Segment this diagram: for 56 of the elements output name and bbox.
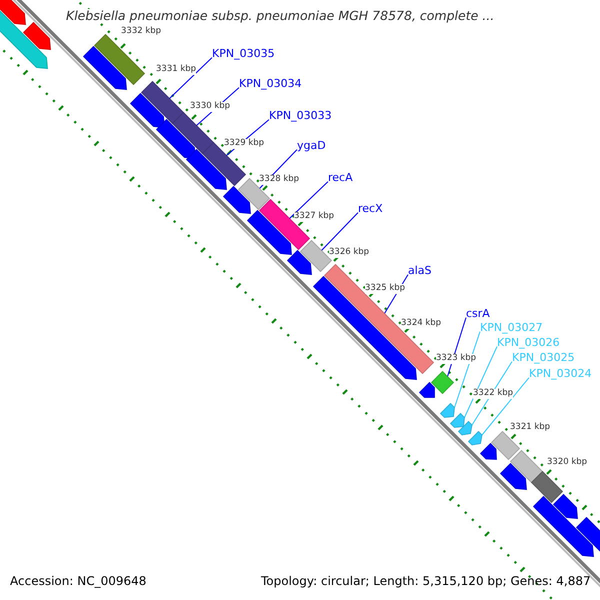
gene-block xyxy=(530,470,564,504)
gene-label: KPN_03026 xyxy=(497,337,560,350)
gene-feature xyxy=(552,494,578,519)
gene-label: KPN_03025 xyxy=(512,352,575,365)
gene-feature xyxy=(500,462,527,490)
gene-block xyxy=(510,450,544,484)
leader-line xyxy=(289,181,328,219)
gene-label: recA xyxy=(328,172,353,185)
gene-feature xyxy=(458,420,472,436)
scale-label: 3330 kbp xyxy=(190,102,230,112)
footer-text: Accession: NC_009648 xyxy=(10,575,146,589)
gene-feature xyxy=(0,0,26,25)
gene-label: recX xyxy=(358,203,383,216)
scale-label: 3322 kbp xyxy=(473,389,514,399)
scale-label: 3324 kbp xyxy=(401,319,442,329)
leader-line xyxy=(169,57,212,99)
gene-block xyxy=(140,80,184,124)
scale-label: 3323 kbp xyxy=(436,354,476,364)
gene-feature xyxy=(156,118,196,159)
gene-feature xyxy=(82,46,127,90)
gene-block xyxy=(490,430,520,460)
title: Klebsiella pneumoniae subsp. pneumoniae MGH 78578, complete ... xyxy=(66,9,494,24)
gene-feature xyxy=(418,382,435,398)
gene-block xyxy=(430,370,454,394)
leader-line xyxy=(454,331,480,408)
gene-block xyxy=(172,112,214,154)
gene-feature xyxy=(186,148,227,190)
gene-feature xyxy=(440,402,455,418)
gene-feature xyxy=(468,430,482,446)
gene-label: alaS xyxy=(408,265,432,278)
gene-block xyxy=(94,34,146,86)
scale-label: 3326 kbp xyxy=(329,248,370,258)
scale-label: 3325 kbp xyxy=(365,284,406,294)
gene-feature xyxy=(246,210,292,255)
gene-feature xyxy=(480,442,497,460)
scale-label: 3332 kbp xyxy=(121,27,162,37)
gene-feature xyxy=(450,412,465,428)
scale-label: 3328 kbp xyxy=(259,175,300,185)
footer-text: Topology: circular; Length: 5,315,120 bp; Genes: 4,887 xyxy=(261,575,591,589)
gene-label: KPN_03034 xyxy=(239,78,302,91)
gene-feature xyxy=(22,22,51,50)
gene-label: csrA xyxy=(466,308,490,321)
leader-line xyxy=(321,212,358,251)
gene-label: KPN_03024 xyxy=(529,368,592,381)
gene-label: KPN_03035 xyxy=(212,48,275,61)
scale-label: 3320 kbp xyxy=(547,458,588,468)
scale-label: 3331 kbp xyxy=(156,65,196,75)
scale-label: 3329 kbp xyxy=(224,139,264,149)
leader-line xyxy=(482,377,530,436)
scale-label: 3321 kbp xyxy=(510,423,550,433)
gene-label: KPN_03033 xyxy=(269,110,332,123)
gene-feature xyxy=(130,92,165,128)
leader-line xyxy=(464,346,498,418)
scale-label: 3327 kbp xyxy=(294,212,334,222)
gene-label: KPN_03027 xyxy=(480,322,543,335)
gene-label: ygaD xyxy=(297,140,326,153)
